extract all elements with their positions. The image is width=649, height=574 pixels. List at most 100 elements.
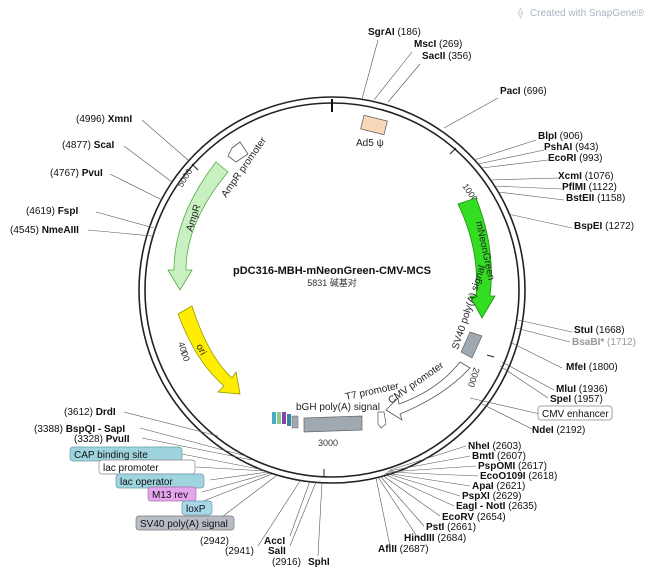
- leader-line: [469, 397, 541, 415]
- cmv-enhancer-label: CMV enhancer: [542, 409, 609, 420]
- enzyme-label[interactable]: PflMI (1122): [562, 182, 617, 193]
- leader-line: [373, 51, 413, 101]
- enzyme-pos: (4545): [10, 225, 39, 236]
- leader-line: [383, 473, 455, 507]
- enzyme-label[interactable]: MscI (269): [414, 39, 462, 50]
- leader-line: [289, 480, 311, 537]
- sv40-box-label: SV40 poly(A) signal: [140, 519, 228, 530]
- enzyme-name: SalI: [268, 546, 286, 557]
- leader-line: [507, 213, 573, 229]
- enzyme-label[interactable]: PspXI (2629): [462, 491, 521, 502]
- enzyme-label[interactable]: BstEII (1158): [566, 193, 625, 204]
- sv40-right-block: [460, 331, 483, 359]
- feature-ampr-promoter[interactable]: AmpR promoter: [219, 135, 269, 200]
- enzyme-pos: (2607): [497, 451, 526, 462]
- leader-line: [289, 481, 317, 547]
- leader-line: [201, 472, 271, 493]
- enzyme-label[interactable]: BmtI (2607): [472, 451, 526, 462]
- enzyme-name: EcoRI: [548, 153, 577, 164]
- cmv-promoter-arrow: [385, 361, 471, 421]
- enzyme-label[interactable]: BspEI (1272): [574, 221, 634, 232]
- enzyme-name: EcoRV: [442, 512, 474, 523]
- enzyme-label[interactable]: ApaI (2621): [472, 481, 525, 492]
- enzyme-label[interactable]: (3388) BspQI - SapI: [34, 424, 125, 435]
- leader-line: [141, 437, 253, 461]
- leader-line: [517, 319, 573, 333]
- feature-cap-binding-site[interactable]: CAP binding site: [69, 446, 183, 462]
- enzyme-pos: (2192): [556, 425, 585, 436]
- enzyme-label[interactable]: MluI (1936): [556, 384, 608, 395]
- leader-line: [384, 472, 461, 497]
- enzyme-label[interactable]: PacI (696): [500, 86, 547, 97]
- enzyme-name: SacII: [422, 51, 446, 62]
- tick-label-3000: 3000: [318, 438, 338, 448]
- enzyme-name: ScaI: [94, 140, 115, 151]
- ori-label: ori: [193, 342, 208, 357]
- enzyme-label[interactable]: (4877) ScaI: [62, 140, 114, 151]
- feature-ori[interactable]: ori: [177, 305, 241, 395]
- enzyme-name: NdeI: [532, 425, 554, 436]
- enzyme-label[interactable]: StuI (1668): [574, 325, 625, 336]
- enzyme-label[interactable]: BsaBI* (1712): [572, 337, 636, 348]
- backbone-outer: [138, 96, 526, 484]
- enzyme-name: PspOMI: [478, 461, 515, 472]
- enzyme-pos: (1800): [589, 362, 618, 373]
- enzyme-label[interactable]: EagI - NotI (2635): [456, 501, 537, 512]
- enzyme-label[interactable]: (4996) XmnI: [76, 114, 132, 125]
- enzyme-label[interactable]: SalI: [268, 546, 286, 557]
- ampr-arrow: [167, 161, 229, 291]
- leader-lines: [87, 39, 573, 557]
- enzyme-pos: (2603): [492, 441, 521, 452]
- cap-label: CAP binding site: [74, 450, 148, 461]
- enzyme-pos: (2684): [437, 533, 466, 544]
- enzyme-label[interactable]: XcmI (1076): [558, 171, 614, 182]
- enzyme-label[interactable]: AccI: [264, 536, 285, 547]
- enzyme-pos: (3328): [74, 434, 103, 445]
- feature-loxp[interactable]: loxP: [181, 500, 213, 516]
- feature-ad5[interactable]: Ad5 ψ: [356, 114, 388, 149]
- enzyme-label[interactable]: EcoRI (993): [548, 153, 602, 164]
- enzyme-label[interactable]: EcoO109I (2618): [480, 471, 557, 482]
- enzyme-label[interactable]: MfeI (1800): [566, 362, 618, 373]
- enzyme-label[interactable]: EcoRV (2654): [442, 512, 506, 523]
- feature-cmv-enhancer[interactable]: CMV enhancer: [537, 405, 613, 421]
- enzyme-name: HindIII: [404, 533, 435, 544]
- feature-lac-operator[interactable]: lac operator: [115, 473, 205, 489]
- marker-sv40: [291, 415, 299, 429]
- enzyme-label[interactable]: SphI: [308, 557, 330, 568]
- enzyme-label[interactable]: BlpI (906): [538, 131, 583, 142]
- enzyme-label[interactable]: NdeI (2192): [532, 425, 585, 436]
- enzyme-label[interactable]: (4767) PvuI: [50, 168, 103, 179]
- leader-line: [388, 455, 471, 472]
- enzyme-label[interactable]: (3612) DrdI: [64, 407, 116, 418]
- enzyme-label[interactable]: HindIII (2684): [404, 533, 466, 544]
- enzyme-label[interactable]: (4619) FspI: [26, 206, 78, 217]
- feature-m13-rev[interactable]: M13 rev: [147, 486, 197, 502]
- enzyme-label[interactable]: (4545) NmeAIII: [10, 225, 79, 236]
- enzyme-label[interactable]: PshAI (943): [544, 142, 598, 153]
- enzyme-label[interactable]: SacII (356): [422, 51, 472, 62]
- enzyme-name: PspXI: [462, 491, 490, 502]
- enzyme-label[interactable]: PstI (2661): [426, 522, 476, 533]
- enzyme-name: NmeAIII: [42, 225, 79, 236]
- enzyme-label[interactable]: (3328) PvuII: [74, 434, 130, 445]
- enzyme-label[interactable]: NheI (2603): [468, 441, 521, 452]
- ad5-label: Ad5 ψ: [356, 138, 384, 149]
- snapgene-logo-icon: ⟠: [518, 7, 523, 19]
- enzyme-label[interactable]: SpeI (1957): [550, 394, 603, 405]
- feature-sv40-polya-box[interactable]: SV40 poly(A) signal: [135, 515, 235, 531]
- leader-line: [123, 145, 173, 183]
- enzyme-label[interactable]: AflII (2687): [378, 544, 429, 555]
- enzyme-pos: (269): [439, 39, 462, 50]
- leader-line: [387, 465, 477, 473]
- feature-bgh-polya[interactable]: bGH poly(A) signal: [296, 402, 380, 433]
- leader-line: [87, 229, 153, 237]
- enzyme-label[interactable]: SgrAI (186): [368, 27, 421, 38]
- enzyme-label[interactable]: PspOMI (2617): [478, 461, 547, 472]
- leader-line: [499, 365, 549, 399]
- feature-lac-promoter[interactable]: lac promoter: [98, 459, 196, 475]
- plasmid-size: 5831 碱基对: [307, 277, 357, 288]
- enzyme-pos: (1122): [589, 182, 617, 193]
